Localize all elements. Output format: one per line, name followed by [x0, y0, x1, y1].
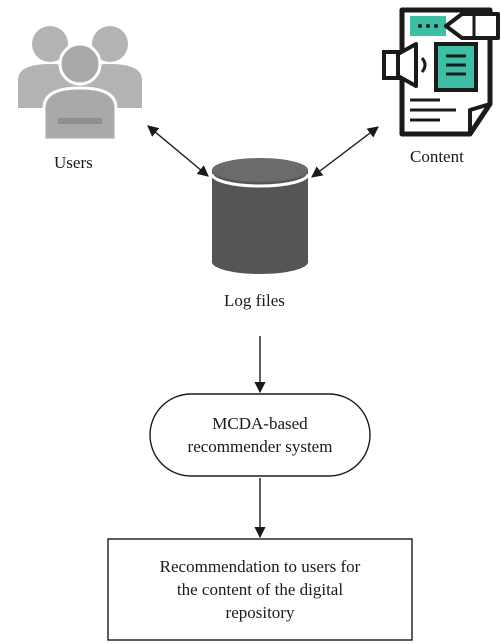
recommender-line-1: MCDA-based	[212, 414, 308, 433]
recommender-line-2: recommender system	[187, 437, 333, 456]
database-cylinder-icon	[210, 158, 310, 274]
output-line-3: repository	[225, 603, 295, 622]
content-document-icon	[382, 7, 500, 137]
output-node-shape	[107, 538, 413, 641]
recommender-node-text: MCDA-based recommender system	[150, 412, 370, 458]
users-label: Users	[54, 153, 93, 172]
recommender-node-shape	[149, 393, 371, 477]
log-files-label: Log files	[224, 291, 285, 310]
output-line-1: Recommendation to users for	[159, 557, 361, 576]
edge-users-logfiles	[147, 125, 209, 177]
edge-content-logfiles	[311, 126, 379, 178]
users-group-icon	[18, 26, 142, 142]
output-node-text: Recommendation to users for the content …	[108, 555, 412, 624]
output-line-2: the content of the digital	[176, 580, 344, 599]
content-label: Content	[410, 147, 464, 166]
